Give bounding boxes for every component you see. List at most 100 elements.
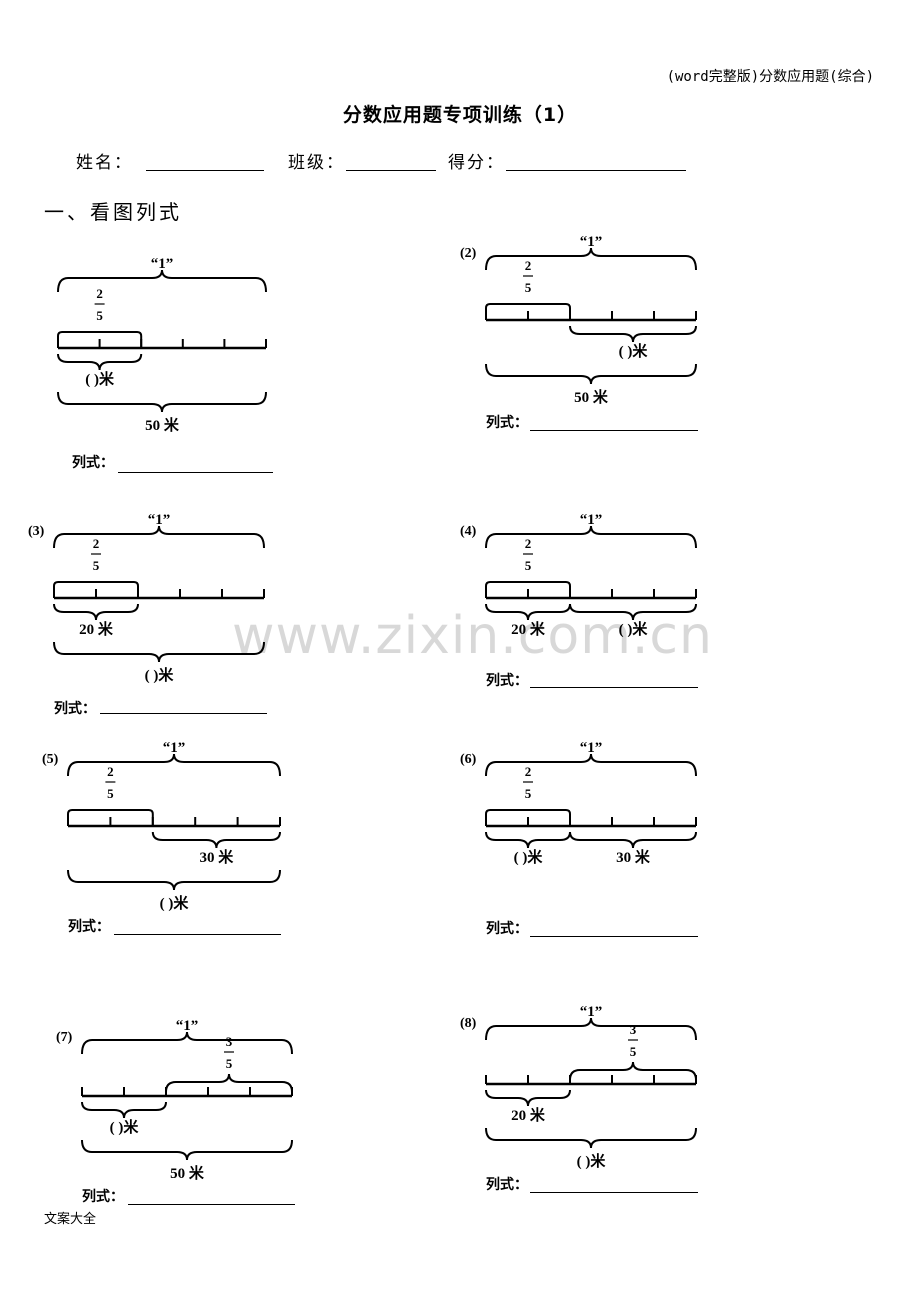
- right-part-label: ( )米: [619, 342, 649, 360]
- answer-label-5: 列式：: [68, 919, 110, 935]
- answer-line-5[interactable]: [114, 934, 281, 935]
- answer-line-1[interactable]: [118, 472, 273, 473]
- right-part-brace: [569, 831, 697, 849]
- fraction-denominator: 5: [525, 558, 532, 573]
- total-brace: [81, 1139, 293, 1161]
- answer-line-7[interactable]: [128, 1204, 295, 1205]
- fraction-bracket: [165, 1073, 293, 1093]
- fraction-bracket: [57, 331, 143, 348]
- answer-line-3[interactable]: [100, 713, 267, 714]
- whole-brace: [81, 1031, 293, 1055]
- score-field[interactable]: [506, 170, 686, 171]
- score-label: 得分：: [448, 153, 505, 173]
- fraction-denominator: 5: [107, 786, 114, 801]
- answer-label-6: 列式：: [486, 921, 528, 937]
- whole-label: “1”: [580, 740, 603, 756]
- total-brace: [485, 1127, 697, 1149]
- right-part-label: 30 米: [616, 848, 651, 866]
- whole-brace: [485, 753, 697, 777]
- left-part-label: ( )米: [110, 1118, 140, 1136]
- fraction-bracket: [485, 303, 571, 320]
- total-label: ( )米: [145, 666, 175, 684]
- name-label: 姓名：: [76, 153, 133, 173]
- right-part-label: ( )米: [619, 620, 649, 638]
- fraction-bracket: [67, 809, 154, 826]
- left-part-brace: [485, 603, 571, 621]
- whole-brace: [485, 247, 697, 271]
- total-label: 50 米: [170, 1164, 205, 1182]
- answer-label-1: 列式：: [72, 455, 114, 471]
- fraction-denominator: 5: [525, 786, 532, 801]
- name-field[interactable]: [146, 170, 264, 171]
- fraction-denominator: 5: [96, 308, 103, 323]
- fraction-denominator: 5: [525, 280, 532, 295]
- total-brace: [53, 641, 265, 663]
- whole-brace: [57, 269, 267, 293]
- right-part-brace: [569, 325, 697, 343]
- fraction-bracket: [53, 581, 139, 598]
- problem-number: (7): [56, 1030, 73, 1045]
- total-label: 50 米: [574, 388, 609, 406]
- section-title: 一、看图列式: [44, 200, 182, 224]
- whole-brace: [485, 525, 697, 549]
- answer-line-2[interactable]: [530, 430, 698, 431]
- whole-brace: [67, 753, 281, 777]
- fraction-bracket: [485, 809, 571, 826]
- problem-diagram: (7)“1”35( )米50 米: [56, 1018, 293, 1182]
- left-part-label: 20 米: [79, 620, 114, 638]
- left-part-label: ( )米: [514, 848, 544, 866]
- whole-label: “1”: [580, 1004, 603, 1020]
- fraction-numerator: 3: [630, 1022, 637, 1037]
- answer-label-4: 列式：: [486, 673, 528, 689]
- problem-diagram: “1”25( )米50 米: [57, 256, 267, 434]
- header-tag: (word完整版)分数应用题(综合): [666, 69, 874, 85]
- left-part-brace: [53, 603, 139, 621]
- right-part-brace: [151, 831, 281, 849]
- fraction-numerator: 2: [107, 764, 114, 779]
- whole-label: “1”: [176, 1018, 199, 1034]
- problem-number: (3): [28, 524, 45, 539]
- class-field[interactable]: [346, 170, 436, 171]
- total-brace: [67, 869, 281, 891]
- problem-number: (6): [460, 752, 477, 767]
- left-part-label: 20 米: [511, 620, 546, 638]
- answer-line-4[interactable]: [530, 687, 698, 688]
- answer-line-8[interactable]: [530, 1192, 698, 1193]
- whole-brace: [485, 1017, 697, 1041]
- answer-line-6[interactable]: [530, 936, 698, 937]
- answer-label-8: 列式：: [486, 1177, 528, 1193]
- left-part-brace: [57, 353, 143, 371]
- whole-label: “1”: [163, 740, 186, 756]
- fraction-bracket: [569, 1061, 697, 1081]
- whole-label: “1”: [151, 256, 174, 272]
- fraction-denominator: 5: [630, 1044, 637, 1059]
- left-part-brace: [485, 831, 571, 849]
- fraction-denominator: 5: [226, 1056, 233, 1071]
- total-label: ( )米: [160, 894, 190, 912]
- whole-label: “1”: [148, 512, 171, 528]
- class-label: 班级：: [288, 153, 345, 173]
- answer-label-3: 列式：: [54, 701, 96, 717]
- whole-label: “1”: [580, 234, 603, 250]
- fraction-numerator: 2: [96, 286, 103, 301]
- problem-diagram: (2)“1”25( )米50 米: [460, 234, 697, 406]
- right-part-label: 30 米: [200, 848, 235, 866]
- answer-label-2: 列式：: [486, 415, 528, 431]
- fraction-bracket: [485, 581, 571, 598]
- left-part-label: 20 米: [511, 1106, 546, 1124]
- total-label: ( )米: [577, 1152, 607, 1170]
- footer: 文案大全: [44, 1212, 97, 1227]
- total-brace: [57, 391, 267, 413]
- whole-label: “1”: [580, 512, 603, 528]
- fraction-denominator: 5: [93, 558, 100, 573]
- fraction-numerator: 2: [525, 258, 532, 273]
